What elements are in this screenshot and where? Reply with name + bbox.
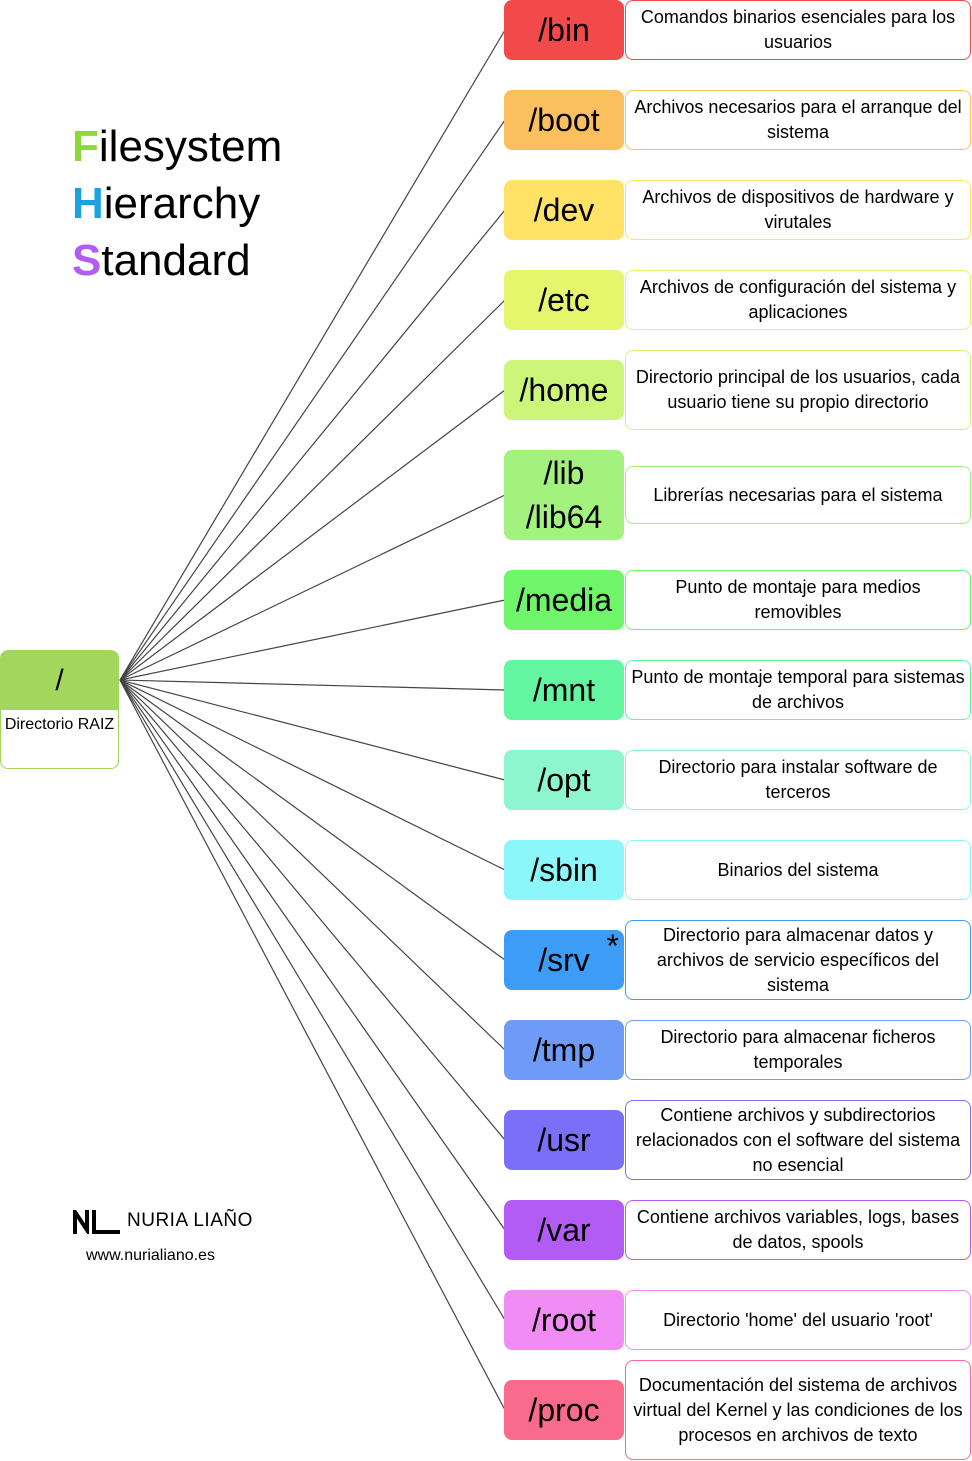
directory-name: /lib /lib64 xyxy=(504,450,624,540)
connector-line xyxy=(119,679,506,1141)
connector-line xyxy=(119,679,506,691)
connector-line xyxy=(119,389,506,681)
title-line-standard: Standard xyxy=(72,236,251,285)
connector-line xyxy=(119,299,506,681)
directory-description: Archivos de configuración del sistema y … xyxy=(625,270,971,330)
connector-line xyxy=(119,679,506,781)
title-initial: H xyxy=(72,179,104,228)
directory-description: Comandos binarios esenciales para los us… xyxy=(625,0,971,60)
directory-description: Contiene archivos variables, logs, bases… xyxy=(625,1200,971,1260)
author-website: www.nurialiano.es xyxy=(86,1247,215,1264)
directory-name: /sbin xyxy=(504,840,624,900)
directory-name: /srv* xyxy=(504,930,624,990)
author-name: NURIA LIAÑO xyxy=(127,1210,253,1231)
directory-description: Binarios del sistema xyxy=(625,840,971,900)
directory-name: /dev xyxy=(504,180,624,240)
directory-description: Directorio para almacenar datos y archiv… xyxy=(625,920,971,1000)
directory-name: /bin xyxy=(504,0,624,60)
connector-line xyxy=(119,679,506,1411)
directory-name: /mnt xyxy=(504,660,624,720)
connector-line xyxy=(119,599,506,681)
directory-name: /home xyxy=(504,360,624,420)
directory-description: Librerías necesarias para el sistema xyxy=(625,466,971,524)
nl-monogram-icon xyxy=(73,1210,120,1234)
diagram-title: Filesystem Hierarchy Standard xyxy=(72,118,282,289)
title-initial: S xyxy=(72,236,102,285)
author-logo: NURIA LIAÑO xyxy=(72,1210,252,1270)
connector-line xyxy=(119,679,506,1321)
directory-name: /etc xyxy=(504,270,624,330)
connector-line xyxy=(119,29,506,681)
directory-marker: * xyxy=(606,928,619,964)
directory-description: Directorio 'home' del usuario 'root' xyxy=(625,1290,971,1350)
connector-line xyxy=(119,209,506,681)
connector-line xyxy=(119,679,506,1051)
title-line-filesystem: Filesystem xyxy=(72,122,283,171)
directory-name: /opt xyxy=(504,750,624,810)
directory-description: Archivos necesarios para el arranque del… xyxy=(625,90,971,150)
directory-name: /usr xyxy=(504,1110,624,1170)
title-line-hierarchy: Hierarchy xyxy=(72,179,261,228)
directory-name: /tmp xyxy=(504,1020,624,1080)
directory-description: Documentación del sistema de archivos vi… xyxy=(625,1360,971,1460)
title-initial: F xyxy=(72,122,99,171)
connector-line xyxy=(119,494,506,681)
root-directory-caption: Directorio RAIZ xyxy=(4,716,115,733)
connector-line xyxy=(119,679,506,1231)
directory-description: Punto de montaje para medios removibles xyxy=(625,570,971,630)
directory-name: /proc xyxy=(504,1380,624,1440)
directory-description: Directorio principal de los usuarios, ca… xyxy=(625,350,971,430)
directory-description: Punto de montaje temporal para sistemas … xyxy=(625,660,971,720)
directory-description: Archivos de dispositivos de hardware y v… xyxy=(625,180,971,240)
connector-line xyxy=(119,679,506,961)
connector-line xyxy=(119,119,506,681)
directory-name: /root xyxy=(504,1290,624,1350)
directory-description: Contiene archivos y subdirectorios relac… xyxy=(625,1100,971,1180)
directory-name: /boot xyxy=(504,90,624,150)
connector-line xyxy=(119,679,506,871)
directory-description: Directorio para almacenar ficheros tempo… xyxy=(625,1020,971,1080)
root-directory-name: / xyxy=(1,651,118,710)
directory-name: /media xyxy=(504,570,624,630)
directory-description: Directorio para instalar software de ter… xyxy=(625,750,971,810)
directory-name: /var xyxy=(504,1200,624,1260)
root-directory-node: / Directorio RAIZ xyxy=(0,650,119,769)
